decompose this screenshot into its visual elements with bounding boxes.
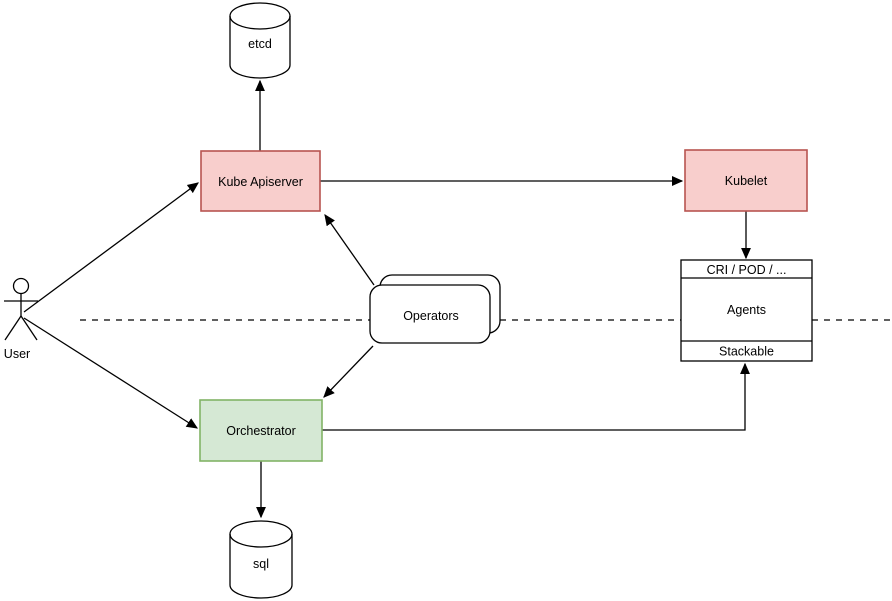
orchestrator-label: Orchestrator: [226, 424, 295, 438]
agents-box: [680, 259, 813, 362]
kubelet-label: Kubelet: [725, 174, 768, 188]
etcd-cylinder-shape: [229, 2, 291, 79]
edge-user-to-orchestrator: [23, 317, 199, 429]
etcd-cylinder-rim: [229, 15, 291, 30]
kube-apiserver-label: Kube Apiserver: [218, 175, 303, 189]
kube-apiserver-box: [200, 150, 321, 212]
kube-apiserver-node: Kube Apiserver: [200, 150, 321, 212]
actor-left-leg: [4, 315, 22, 341]
etcd-label: etcd: [248, 37, 272, 51]
user-actor: User: [4, 277, 38, 361]
sql-database: sql: [229, 520, 293, 599]
agents-footer-label: Stackable: [719, 345, 774, 359]
edge-orchestrator-to-agents-stackable: [322, 362, 751, 431]
actor-right-leg: [20, 315, 38, 341]
edge-user-to-kube-apiserver: [23, 182, 199, 313]
operators-label: Operators: [403, 309, 459, 323]
sql-cylinder-rim: [229, 533, 293, 548]
edge-operators-to-kube-apiserver: [324, 214, 375, 286]
orchestrator-node: Orchestrator: [199, 399, 323, 462]
operators-front-box: [369, 284, 491, 344]
etcd-database: etcd: [229, 2, 291, 79]
sql-cylinder-shape: [229, 520, 293, 599]
agents-label: Agents: [727, 303, 766, 317]
operators-node: Operators: [369, 274, 501, 344]
sql-label: sql: [253, 557, 269, 571]
orchestrator-box: [199, 399, 323, 462]
kubelet-node: Kubelet: [684, 149, 808, 212]
actor-head: [12, 277, 30, 295]
agents-header-label: CRI / POD / ...: [707, 263, 787, 277]
edge-operators-to-orchestrator: [323, 345, 374, 398]
user-label: User: [4, 347, 30, 361]
agents-node: CRI / POD / ... Agents Stackable: [680, 259, 813, 362]
kubelet-box: [684, 149, 808, 212]
